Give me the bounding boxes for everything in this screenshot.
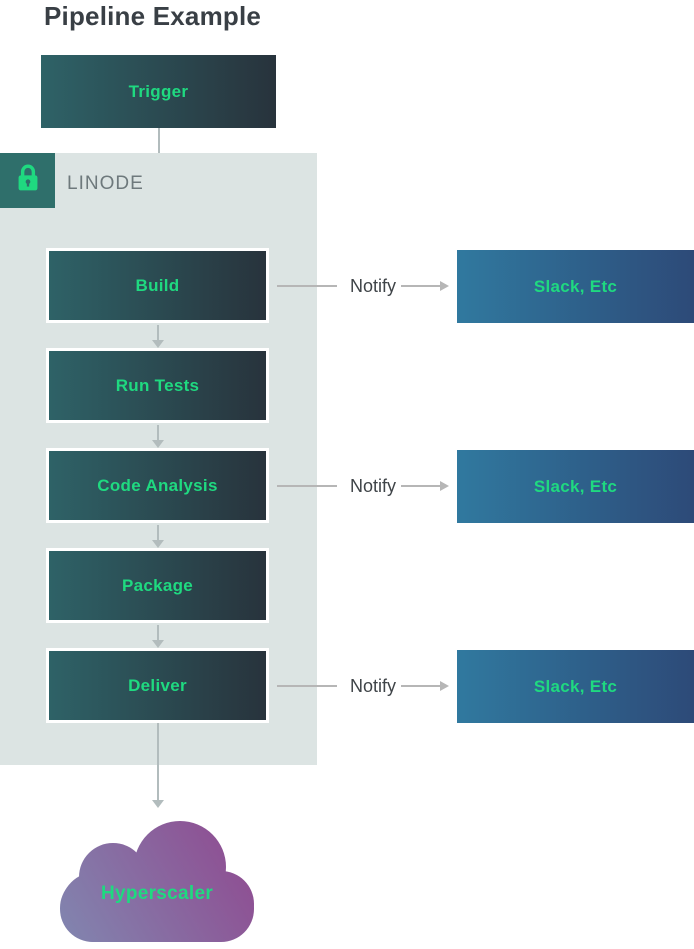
- arrow-package-to-deliver-head: [152, 640, 164, 648]
- lock-badge: [0, 153, 55, 208]
- notify-label: Notify: [350, 476, 397, 496]
- cloud-icon: [58, 821, 256, 948]
- notify-line-codeanalysis: [277, 485, 337, 487]
- notify-arrow-build-head: [440, 281, 449, 291]
- arrow-codeanalysis-to-package-line: [157, 525, 159, 540]
- slack-node-2: Slack, Etc: [457, 450, 694, 523]
- arrow-deliver-to-cloud-head: [152, 800, 164, 808]
- notify-arrow-deliver-head: [440, 681, 449, 691]
- hyperscaler-label: Hyperscaler: [100, 883, 214, 904]
- slack-node-1: Slack, Etc: [457, 250, 694, 323]
- step-node-run-tests: Run Tests: [46, 348, 269, 423]
- linode-label: LINODE: [67, 173, 144, 194]
- hyperscaler-cloud: [58, 819, 256, 949]
- slack-node-3: Slack, Etc: [457, 650, 694, 723]
- notify-label: Notify: [350, 676, 397, 696]
- trigger-node-label: Trigger: [128, 81, 189, 101]
- lock-icon: [15, 163, 41, 198]
- notify-arrow-build-line: [401, 285, 440, 287]
- arrow-deliver-to-cloud-line: [157, 723, 159, 800]
- arrow-package-to-deliver-line: [157, 625, 159, 640]
- arrow-codeanalysis-to-package-head: [152, 540, 164, 548]
- notify-line-build: [277, 285, 337, 287]
- slack-node-label: Slack, Etc: [533, 476, 618, 496]
- trigger-node: Trigger: [41, 55, 276, 128]
- arrow-runtests-to-codeanalysis-head: [152, 440, 164, 448]
- step-label: Build: [135, 275, 180, 295]
- arrow-build-to-runtests-head: [152, 340, 164, 348]
- notify-line-deliver: [277, 685, 337, 687]
- step-node-code-analysis: Code Analysis: [46, 448, 269, 523]
- step-node-package: Package: [46, 548, 269, 623]
- step-label: Code Analysis: [97, 475, 218, 495]
- notify-label: Notify: [350, 276, 397, 296]
- step-node-deliver: Deliver: [46, 648, 269, 723]
- arrow-build-to-runtests-line: [157, 325, 159, 340]
- notify-arrow-deliver-line: [401, 685, 440, 687]
- step-label: Package: [121, 575, 194, 595]
- page-title: Pipeline Example: [44, 1, 262, 31]
- notify-arrow-codeanalysis-line: [401, 485, 440, 487]
- step-label: Deliver: [128, 675, 187, 695]
- step-node-build: Build: [46, 248, 269, 323]
- arrow-runtests-to-codeanalysis-line: [157, 425, 159, 440]
- slack-node-label: Slack, Etc: [533, 276, 618, 296]
- notify-arrow-codeanalysis-head: [440, 481, 449, 491]
- slack-node-label: Slack, Etc: [533, 676, 618, 696]
- step-label: Run Tests: [115, 375, 200, 395]
